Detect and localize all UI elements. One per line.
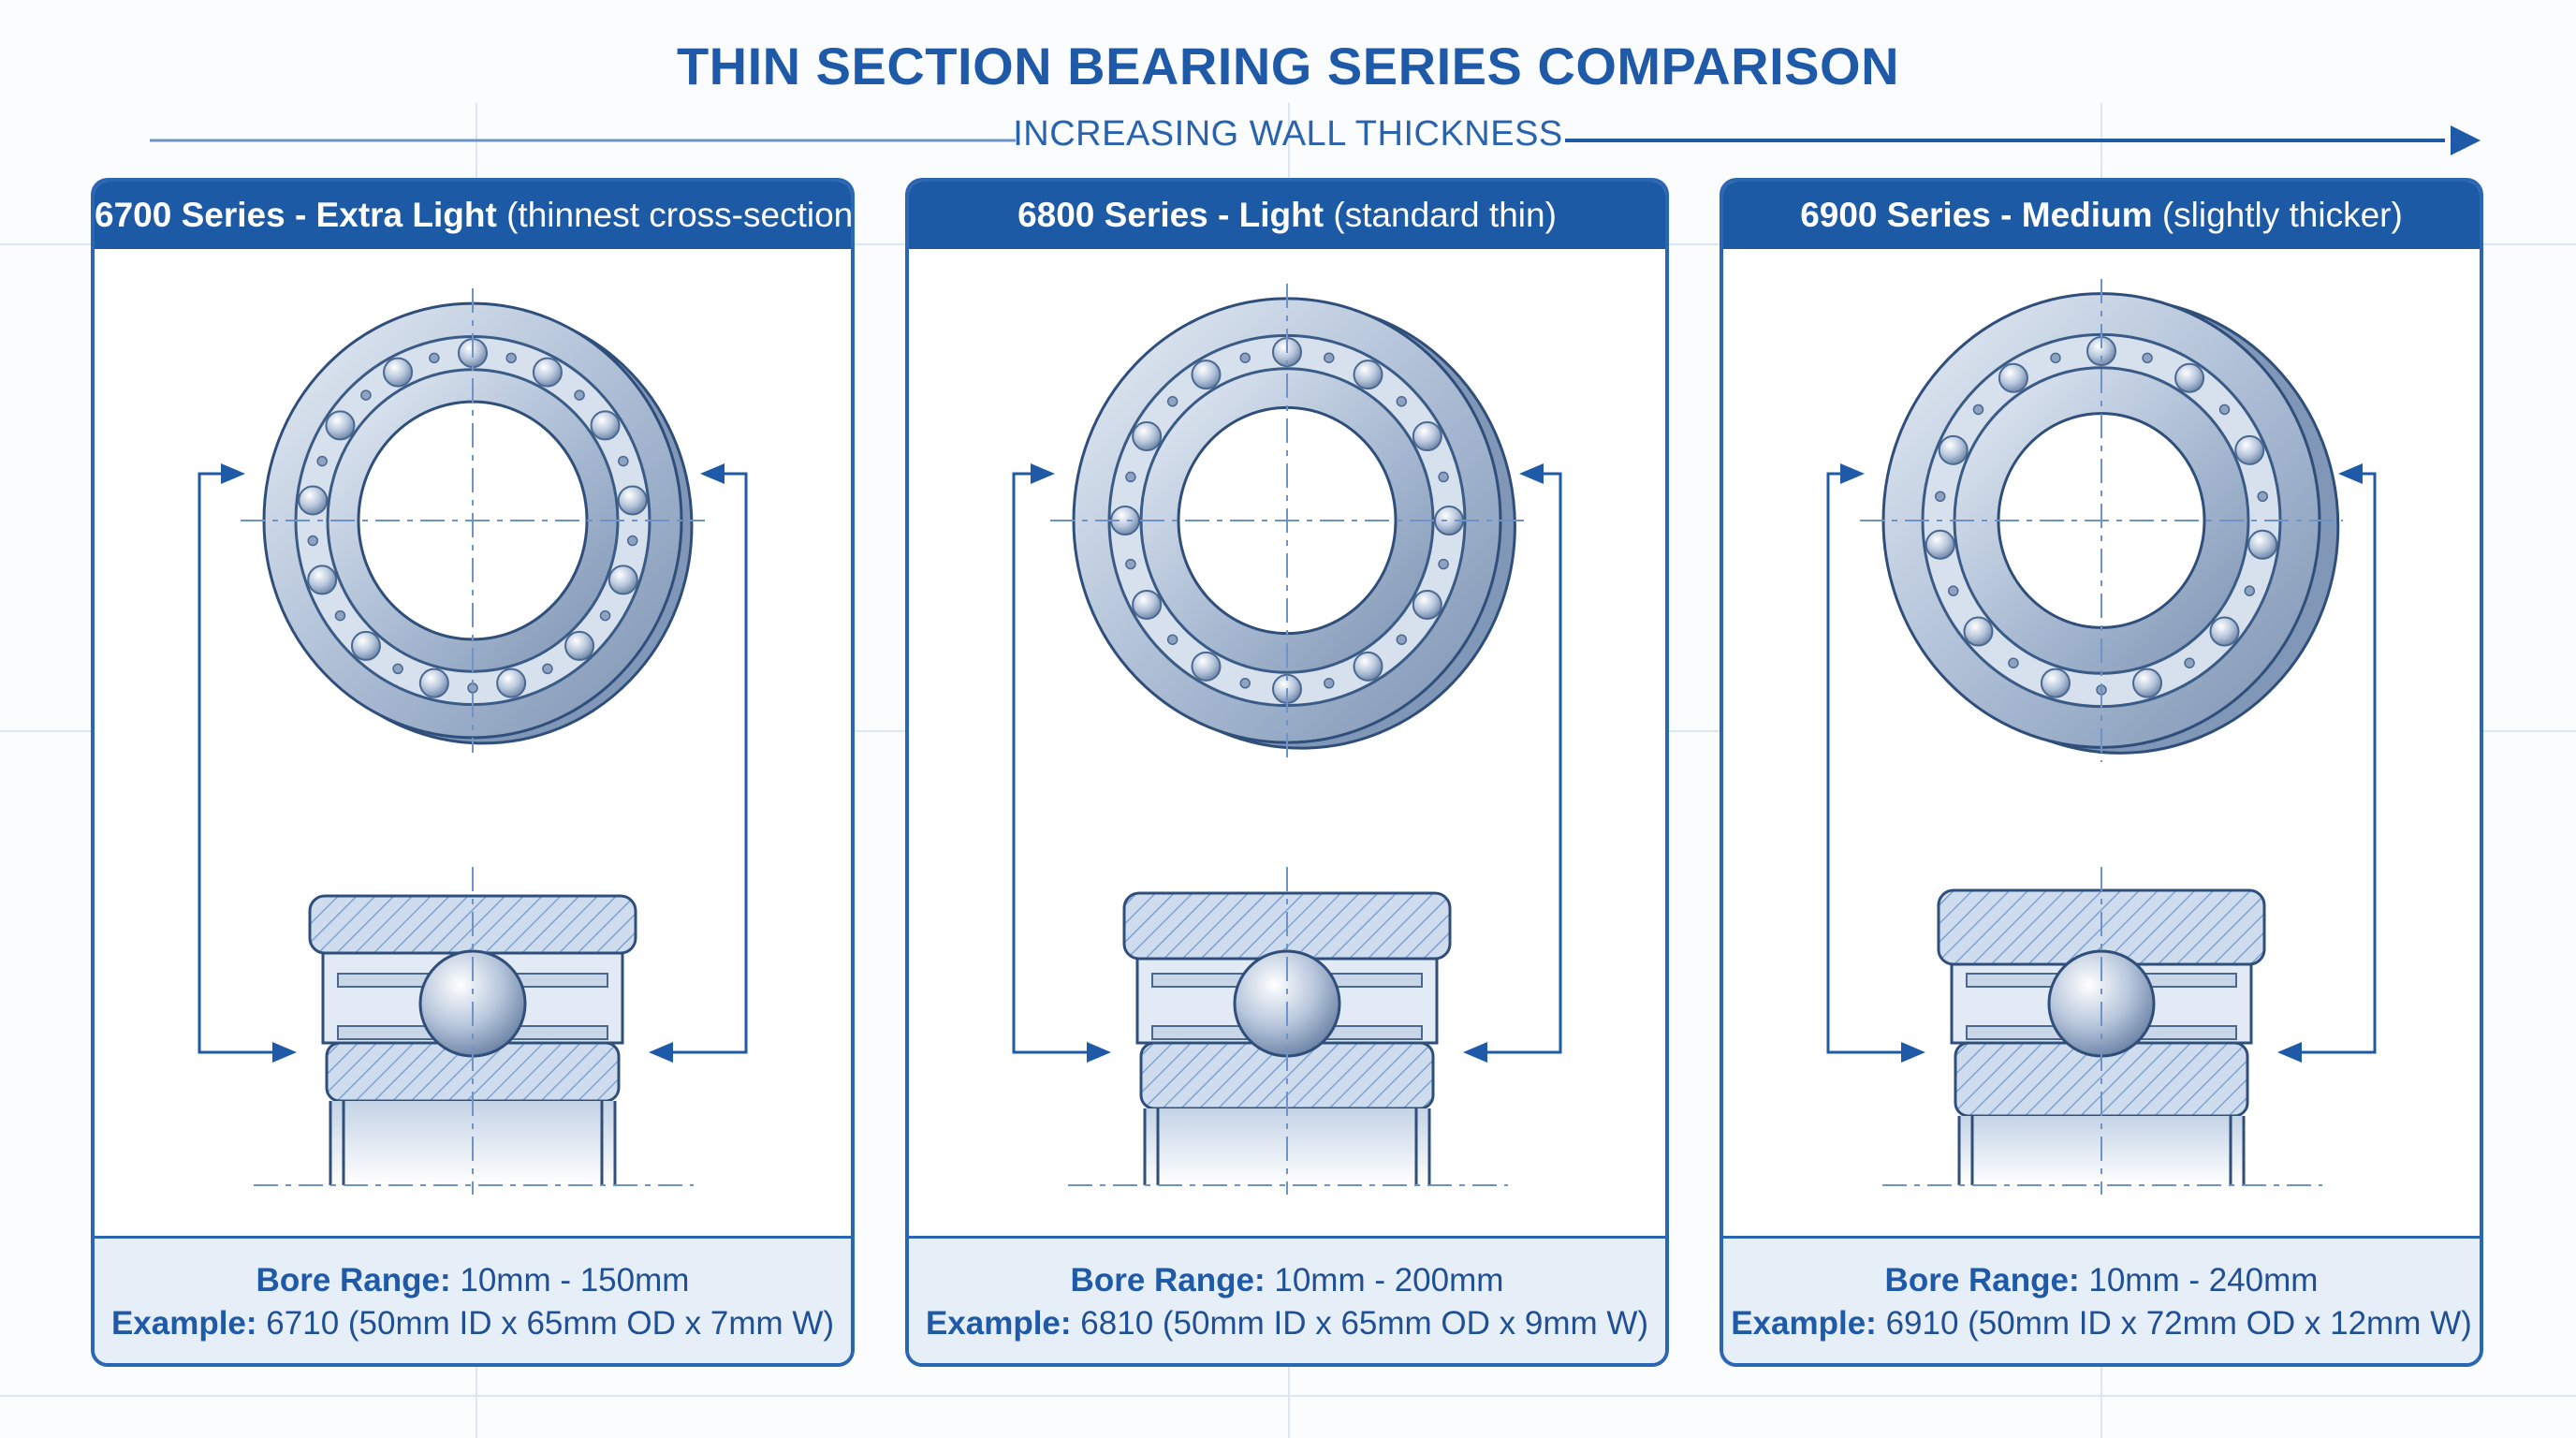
ball [1963,616,1994,647]
bore-range-label: Bore Range: [1884,1262,2080,1299]
example-value: 6710 (50mm ID x 65mm OD x 7mm W) [266,1305,835,1342]
dimension-arrows [1826,463,2377,1063]
ball [2040,668,2071,698]
bore-range-value: 10mm - 150mm [460,1262,690,1299]
ball [1412,589,1442,620]
bore-range-label: Bore Range: [256,1262,451,1299]
example-value: 6810 (50mm ID x 65mm OD x 9mm W) [1080,1305,1649,1342]
series-panel-6800: 6800 Series - Light (standard thin) Bore… [905,178,1669,1367]
example-label: Example: [110,1305,257,1342]
panel-header: 6900 Series - Medium (slightly thicker) [1723,182,2480,249]
ball [2247,529,2278,560]
bearing-ring-view [1072,297,1516,750]
example-value: 6910 (50mm ID x 72mm OD x 12mm W) [1885,1305,2472,1342]
series-name: 6800 Series - Light [1017,196,1325,234]
ball [350,630,381,661]
panel-header: 6700 Series - Extra Light (thinnest cros… [95,182,851,249]
ball [298,485,329,516]
bearing-illustration [1012,284,1562,1195]
ball [590,410,621,441]
wall-thickness-arrow [150,125,2481,155]
example-label: Example: [1731,1305,1877,1342]
ball [383,357,414,388]
bore-range-value: 10mm - 240mm [2088,1262,2319,1299]
ball [325,410,356,441]
ball [1353,651,1383,682]
series-name: 6900 Series - Medium [1800,196,2153,234]
series-panel-6900: 6900 Series - Medium (slightly thicker) … [1720,178,2483,1367]
panel-footer: Bore Range: 10mm - 240mm Example: 6910 (… [1723,1236,2480,1363]
ball [607,565,638,595]
panel-footer: Bore Range: 10mm - 150mm Example: 6710 (… [95,1236,851,1363]
ball [564,630,595,661]
ball [1925,529,1955,560]
ball [2132,668,2163,698]
wall-thickness-label: INCREASING WALL THICKNESS [1013,114,1563,154]
ball [1191,651,1222,682]
series-panel-6700: 6700 Series - Extra Light (thinnest cros… [91,178,855,1367]
series-name: 6700 Series - Extra Light [95,196,497,234]
bore-range-label: Bore Range: [1070,1262,1266,1299]
bearing-illustration [1826,279,2377,1195]
ball [307,565,338,595]
bore-range-value: 10mm - 200mm [1274,1262,1504,1299]
panel-footer: Bore Range: 10mm - 200mm Example: 6810 (… [909,1236,1665,1363]
ball [532,357,563,388]
ball [2234,434,2265,465]
ball [1938,434,1969,465]
ball [418,668,449,698]
ball [2209,616,2240,647]
bearing-ring-view [1881,292,2340,755]
ball [1132,589,1163,620]
ball [496,668,527,698]
ball [1132,421,1163,452]
series-note: (slightly thicker) [2161,196,2403,234]
bearing-illustration [198,288,748,1195]
ball [1412,421,1442,452]
ball [1191,360,1222,390]
page-title: THIN SECTION BEARING SERIES COMPARISON [676,37,1900,95]
panel-header: 6800 Series - Light (standard thin) [909,182,1665,249]
ball [1998,362,2028,393]
ball [1353,360,1383,390]
bearing-ring-view [262,301,694,745]
ball [2174,362,2205,393]
example-label: Example: [925,1305,1072,1342]
series-note: (thinnest cross-section) [506,196,855,234]
dimension-arrows [1012,463,1562,1063]
series-note: (standard thin) [1333,196,1557,234]
ball [617,485,648,516]
dimension-arrows [198,463,748,1063]
